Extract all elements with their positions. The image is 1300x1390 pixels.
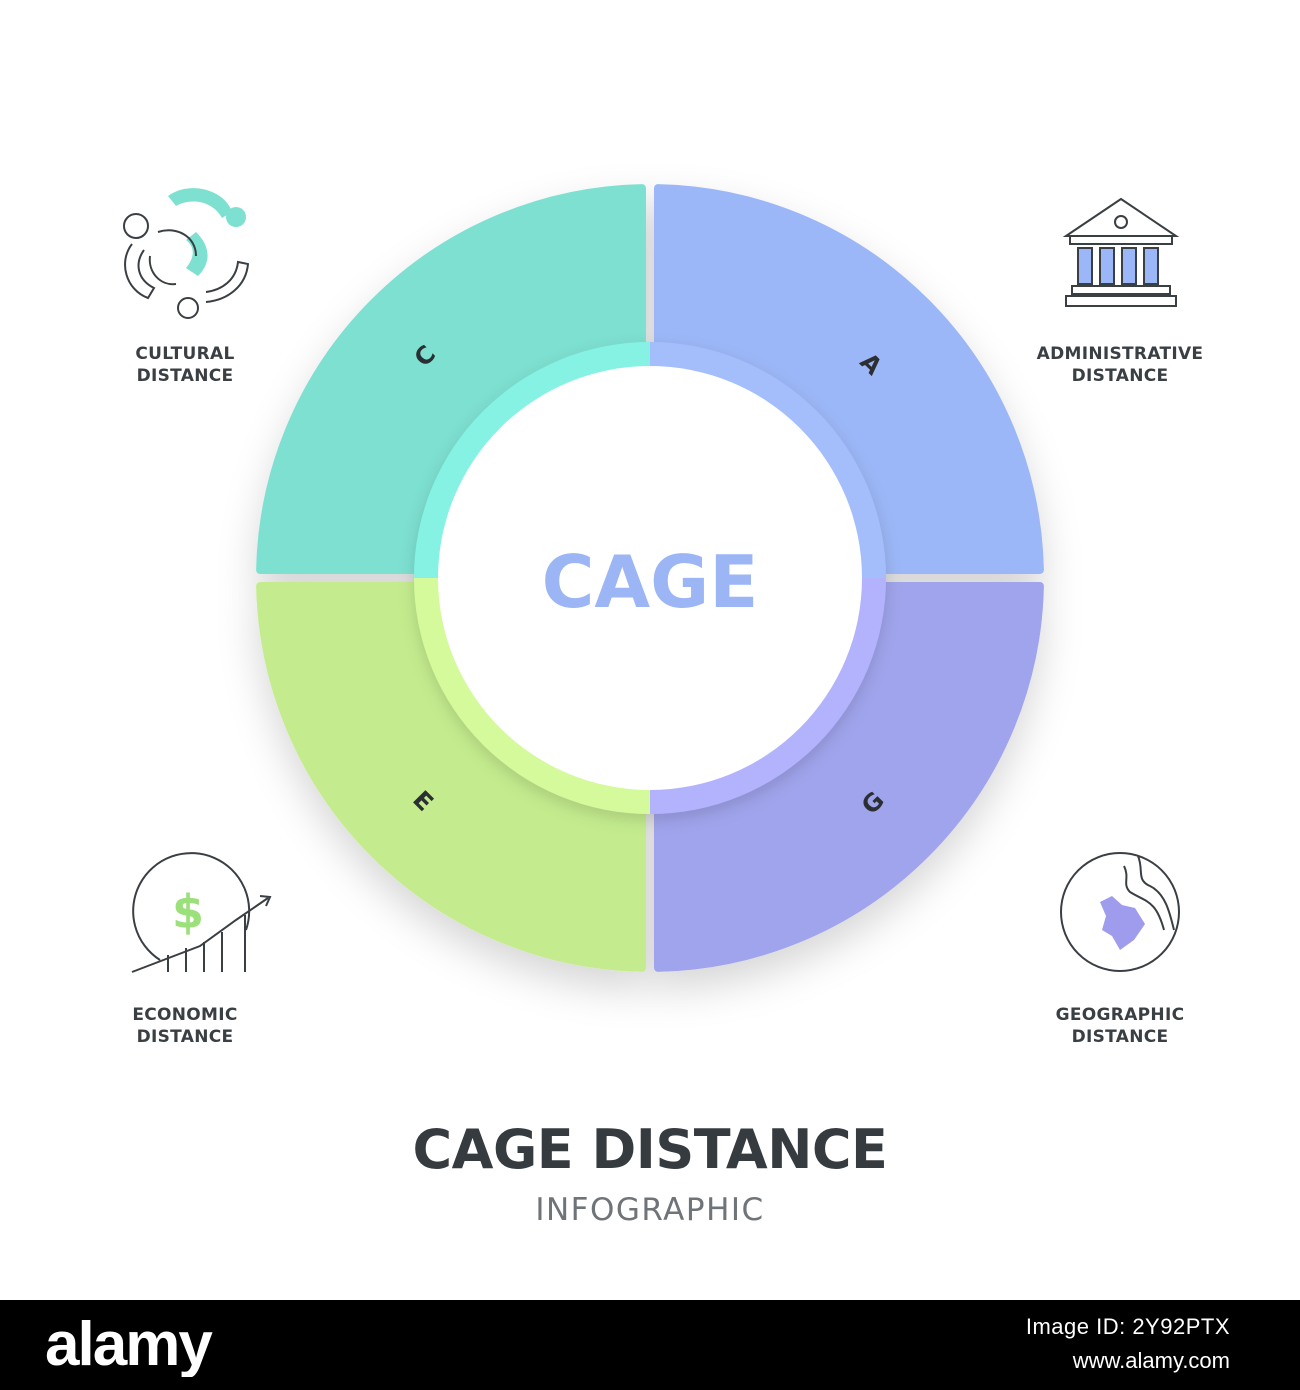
government-building-icon bbox=[1062, 197, 1180, 307]
svg-text:$: $ bbox=[172, 885, 204, 939]
label-line: DISTANCE bbox=[136, 366, 234, 386]
label-line: ADMINISTRATIVE bbox=[1036, 344, 1204, 364]
page-title: CAGE DISTANCE bbox=[412, 1118, 888, 1181]
image-id: Image ID: 2Y92PTX bbox=[1025, 1314, 1230, 1339]
label-administrative-distance: ADMINISTRATIVE DISTANCE bbox=[1010, 343, 1230, 387]
globe-map-icon bbox=[1060, 852, 1180, 972]
cage-diagram: CAGE C A E G bbox=[123, 184, 1180, 973]
center-circle bbox=[438, 366, 862, 790]
label-line: ECONOMIC bbox=[132, 1005, 238, 1025]
watermark-banner: alamy Image ID: 2Y92PTX www.alamy.com bbox=[0, 1300, 1300, 1390]
label-line: DISTANCE bbox=[1071, 366, 1169, 386]
label-cultural-distance: CULTURAL DISTANCE bbox=[75, 343, 295, 387]
label-line: DISTANCE bbox=[1071, 1027, 1169, 1047]
label-geographic-distance: GEOGRAPHIC DISTANCE bbox=[1010, 1004, 1230, 1048]
site-url: www.alamy.com bbox=[1072, 1348, 1230, 1373]
label-line: GEOGRAPHIC bbox=[1055, 1005, 1185, 1025]
logo-text: alamy bbox=[45, 1313, 213, 1377]
people-circle-icon bbox=[123, 188, 250, 319]
alamy-logo: alamy bbox=[45, 1313, 215, 1377]
label-economic-distance: ECONOMIC DISTANCE bbox=[75, 1004, 295, 1048]
center-title: CAGE bbox=[542, 540, 759, 624]
page-subtitle: INFOGRAPHIC bbox=[535, 1192, 765, 1228]
infographic-canvas: CAGE C A E G bbox=[75, 184, 1230, 1228]
label-line: CULTURAL bbox=[135, 344, 235, 364]
label-line: DISTANCE bbox=[136, 1027, 234, 1047]
dollar-growth-chart-icon: $ bbox=[131, 852, 272, 973]
